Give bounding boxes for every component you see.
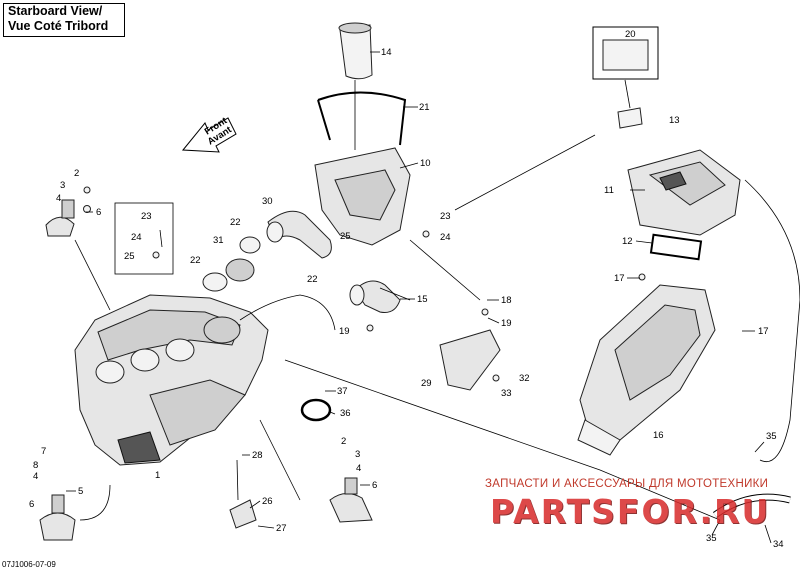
callout-28: 28 [252, 450, 263, 461]
callout-23-box: 23 [141, 211, 152, 222]
callout-15: 15 [417, 294, 428, 305]
callout-22-b: 22 [190, 255, 201, 266]
callout-29: 29 [421, 378, 432, 389]
callout-33: 33 [501, 388, 512, 399]
callout-2-top: 2 [74, 168, 79, 179]
bracket-29 [439, 329, 501, 391]
callout-36: 36 [340, 408, 351, 419]
callout-box [114, 202, 174, 275]
callout-22-a: 22 [230, 217, 241, 228]
view-title-line2: Vue Coté Tribord [8, 19, 109, 33]
callout-2-mid: 2 [341, 436, 346, 447]
callout-numbers: 1 2 3 4 6 23 24 25 30 22 31 22 22 25 14 … [29, 29, 784, 550]
air-box [314, 147, 411, 246]
intake-elbow [349, 280, 411, 313]
air-intake-couplers [202, 210, 332, 292]
callout-25-box: 25 [124, 251, 135, 262]
air-box-cover [627, 149, 741, 236]
callout-11: 11 [604, 185, 614, 196]
watermark-logo: PARTSFOR.RU [490, 492, 771, 531]
callout-6-top: 6 [96, 207, 101, 218]
hose-34 [713, 494, 791, 518]
callout-10: 10 [420, 158, 431, 169]
callout-3-mid: 3 [355, 449, 360, 460]
callout-7: 7 [41, 446, 46, 457]
callout-16: 16 [653, 430, 664, 441]
callout-12: 12 [622, 236, 633, 247]
callout-35-bottom: 35 [706, 533, 717, 544]
leader-lines [66, 51, 772, 544]
callout-32: 32 [519, 373, 530, 384]
callout-19-b: 19 [339, 326, 350, 337]
callout-6-low: 6 [29, 499, 34, 510]
callout-4-top: 4 [56, 193, 61, 204]
callout-8: 8 [33, 460, 38, 471]
callout-30: 30 [262, 196, 273, 207]
callout-25-mid: 25 [340, 231, 351, 242]
callout-31: 31 [213, 235, 224, 246]
callout-22-c: 22 [307, 274, 318, 285]
engine-assembly [74, 294, 336, 466]
callout-5: 5 [78, 486, 83, 497]
callout-3-top: 3 [60, 180, 65, 191]
callout-19-a: 19 [501, 318, 512, 329]
engine-mount-rear [45, 186, 111, 311]
callout-17-b: 17 [758, 326, 769, 337]
callout-35-top: 35 [766, 431, 777, 442]
callout-24-box: 24 [131, 232, 142, 243]
intake-tube [338, 22, 373, 150]
callout-6-mid: 6 [372, 480, 377, 491]
document-number: 07J1006-07-09 [2, 560, 56, 569]
callout-4-mid: 4 [356, 463, 361, 474]
callout-18: 18 [501, 295, 512, 306]
view-title-box: Starboard View/ Vue Coté Tribord [3, 3, 125, 37]
decal-20 [592, 26, 659, 129]
callout-4-low: 4 [33, 471, 38, 482]
callout-37: 37 [337, 386, 348, 397]
callout-13: 13 [669, 115, 680, 126]
clamp-36 [300, 398, 332, 422]
watermark-tagline: ЗАПЧАСТИ И АКСЕССУАРЫ ДЛЯ МОТОТЕХНИКИ [485, 478, 769, 490]
callout-26: 26 [262, 496, 273, 507]
callout-14: 14 [381, 47, 392, 58]
callout-17-a: 17 [614, 273, 625, 284]
callout-23-mid: 23 [440, 211, 451, 222]
callout-21: 21 [419, 102, 430, 113]
front-direction-arrow: Front Avant [181, 115, 237, 153]
view-title-line1: Starboard View/ [8, 4, 103, 18]
engine-mount-front [329, 477, 373, 523]
callout-27: 27 [276, 523, 287, 534]
air-duct-16 [577, 284, 716, 456]
callout-1: 1 [155, 470, 160, 481]
callout-34: 34 [773, 539, 784, 550]
engine-mount-side [39, 484, 111, 541]
callout-24-mid: 24 [440, 232, 451, 243]
filter-element [649, 233, 703, 261]
bracket-26 [229, 499, 257, 529]
seal-21 [317, 91, 407, 146]
callout-20: 20 [625, 29, 636, 40]
